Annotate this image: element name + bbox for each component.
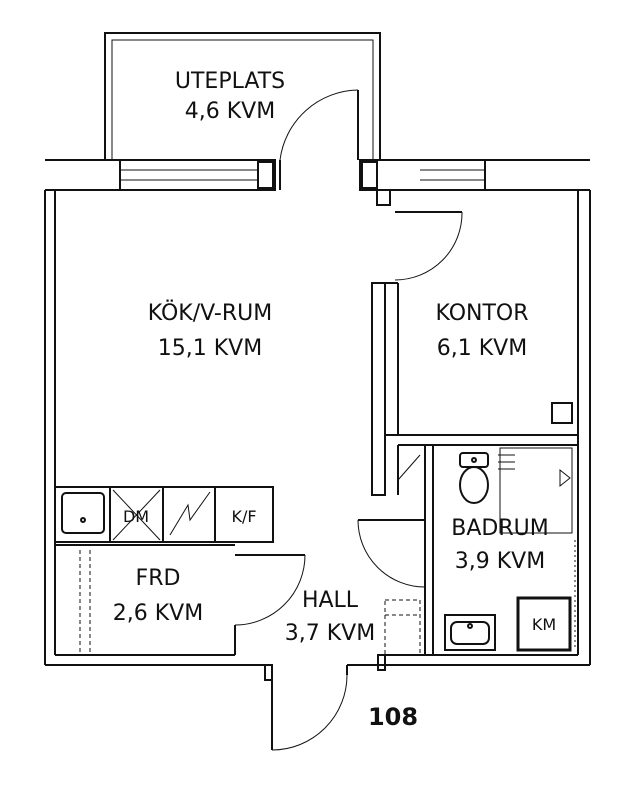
uteplats-name: UTEPLATS [175, 69, 285, 94]
washing-machine-icon [516, 596, 572, 652]
bathroom-walls [397, 445, 576, 655]
frd-wall [55, 544, 235, 655]
interior-wall-kontor [371, 282, 578, 496]
sink-icon [444, 614, 496, 651]
bathroom-door [357, 519, 426, 588]
hall-name: HALL [302, 588, 359, 613]
kontor-door [394, 211, 463, 281]
exterior-walls [44, 159, 591, 666]
balcony-outline [104, 32, 381, 160]
window-right [359, 159, 486, 206]
fridge-freezer-label: K/F [231, 507, 256, 526]
kontor-area: 6,1 KVM [437, 336, 527, 361]
badrum-area: 3,9 KVM [455, 549, 545, 574]
dishwasher-label: DM [123, 507, 149, 526]
window-left [119, 159, 276, 191]
kontor-name: KONTOR [435, 301, 528, 326]
uteplats-area: 4,6 KVM [185, 99, 275, 124]
frd-name: FRD [136, 566, 181, 591]
hall-closet [384, 599, 421, 656]
apartment-number: 108 [368, 703, 418, 731]
hall-area: 3,7 KVM [285, 621, 375, 646]
frd-area: 2,6 KVM [113, 601, 203, 626]
kok-name: KÖK/V-RUM [148, 300, 272, 326]
frd-door [234, 554, 306, 655]
kok-area: 15,1 KVM [158, 336, 262, 361]
balcony-door [279, 89, 359, 190]
entry-door [264, 654, 386, 751]
toilet-icon [459, 452, 515, 504]
kitchen-counter [54, 486, 274, 543]
badrum-name: BADRUM [451, 516, 548, 541]
washing-machine-label: KM [532, 615, 556, 634]
